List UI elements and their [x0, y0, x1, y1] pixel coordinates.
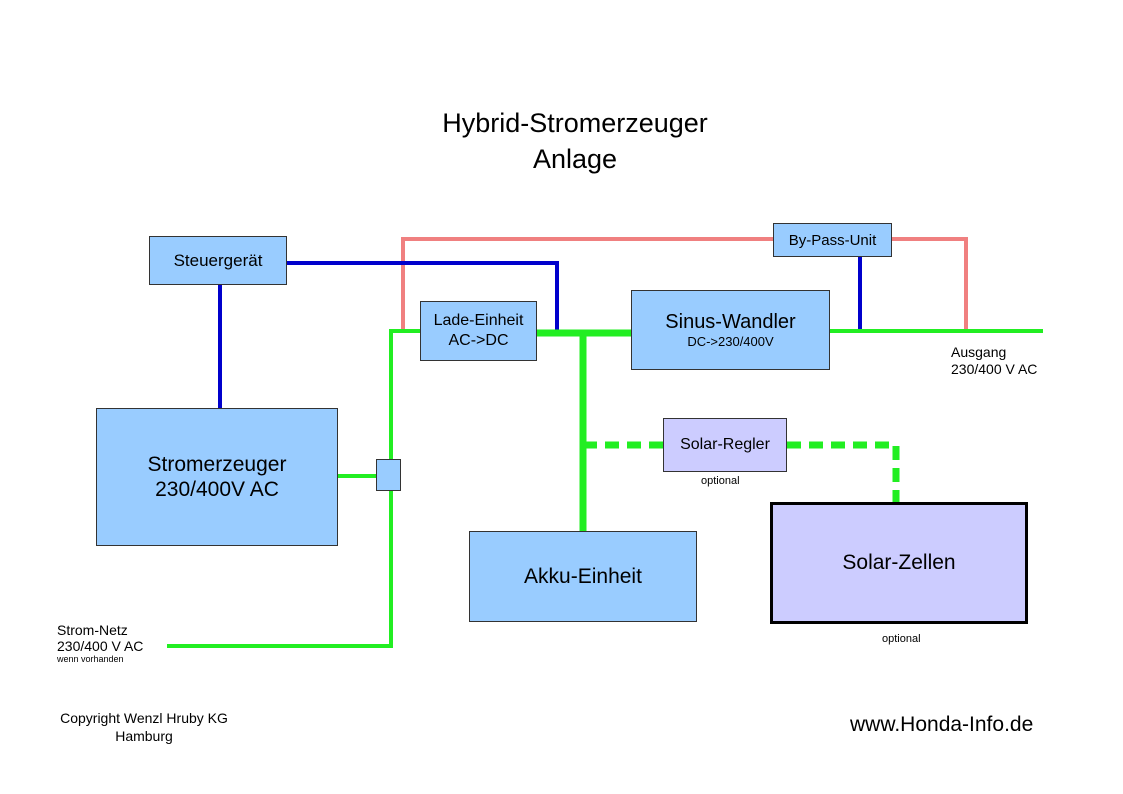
solar-zellen-optional-note: optional	[882, 633, 921, 645]
akku-einheit-box: Akku-Einheit	[469, 531, 697, 622]
diagram-subtitle: Anlage	[532, 144, 618, 174]
strom-netz-label: Strom-Netz 230/400 V AC wenn vorhanden	[57, 622, 143, 665]
control-line-steuergeraet-wandler	[287, 261, 559, 331]
steuergeraet-label: Steuergerät	[173, 250, 263, 270]
stromerzeuger-label: Stromerzeuger	[147, 453, 287, 476]
solar-regler-label: Solar-Regler	[680, 436, 770, 453]
stromerzeuger-box: Stromerzeuger 230/400V AC	[96, 408, 338, 546]
steuergeraet-box: Steuergerät	[149, 236, 287, 285]
diagram-title: Hybrid-Stromerzeuger	[442, 108, 708, 138]
ausgang-voltage: 230/400 V AC	[951, 361, 1038, 377]
lade-einheit-box: Lade-Einheit AC->DC	[420, 301, 537, 361]
solar-zellen-line	[787, 441, 900, 502]
sinus-wandler-sub: DC->230/400V	[687, 334, 774, 349]
lade-einheit-label: Lade-Einheit	[433, 312, 524, 329]
strom-netz-title: Strom-Netz	[57, 622, 128, 638]
bypass-unit-label: By-Pass-Unit	[788, 231, 877, 249]
solar-regler-optional-note: optional	[701, 475, 740, 487]
sinus-wandler-label: Sinus-Wandler	[665, 311, 796, 333]
ausgang-title: Ausgang	[951, 344, 1007, 360]
grid-junction-box	[376, 459, 401, 491]
copyright-notice: Copyright Wenzl Hruby KG Hamburg	[48, 709, 240, 745]
website-link[interactable]: www.Honda-Info.de	[850, 713, 1034, 736]
stromerzeuger-voltage: 230/400V AC	[155, 478, 279, 501]
strom-netz-note: wenn vorhanden	[57, 654, 124, 664]
copyright-line: Copyright Wenzl Hruby KG	[60, 710, 228, 726]
copyright-city: Hamburg	[115, 728, 173, 744]
bypass-unit-box: By-Pass-Unit	[773, 223, 892, 257]
solar-zellen-label: Solar-Zellen	[842, 551, 956, 574]
ausgang-label: Ausgang 230/400 V AC	[951, 344, 1037, 378]
solar-zellen-box: Solar-Zellen	[770, 502, 1028, 624]
bypass-line	[401, 237, 968, 331]
lade-einheit-sub: AC->DC	[448, 332, 509, 349]
sinus-wandler-box: Sinus-Wandler DC->230/400V	[631, 290, 830, 370]
akku-einheit-label: Akku-Einheit	[524, 564, 642, 588]
solar-regler-box: Solar-Regler	[663, 418, 787, 472]
strom-netz-voltage: 230/400 V AC	[57, 638, 144, 654]
